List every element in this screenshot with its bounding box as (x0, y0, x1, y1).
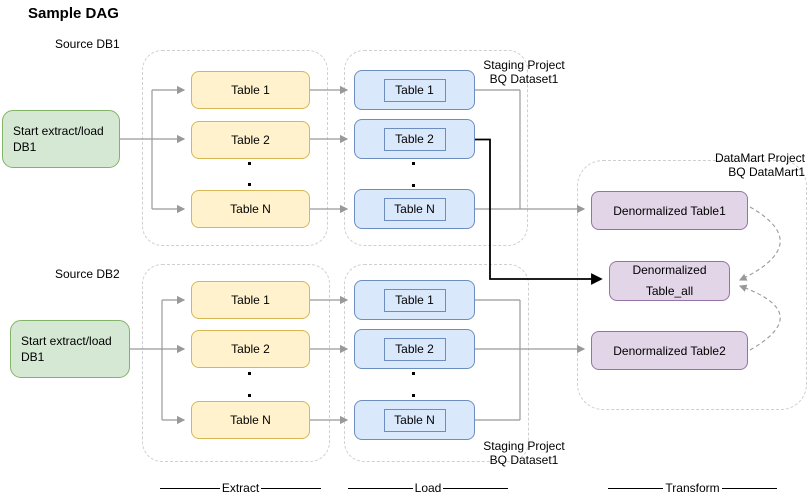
load-group-db2 (344, 264, 529, 462)
ellipsis-dot (412, 162, 415, 165)
load-table-1-db2: Table 1 (354, 280, 475, 320)
load-table-inner-box: Table 1 (383, 78, 446, 102)
stage-divider-load: Load (348, 480, 509, 497)
denormalized-table1-node: Denormalized Table1 (591, 191, 748, 230)
load-table-2-db2: Table 2 (354, 329, 475, 369)
ellipsis-dot (412, 394, 415, 397)
start-node-db2: Start extract/load DB1 (10, 320, 130, 378)
extract-table-1-db1: Table 1 (191, 71, 310, 109)
divider-line (160, 488, 220, 489)
table-all-text-line1: Denormalized (632, 263, 707, 277)
source-db1-label: Source DB1 (55, 37, 120, 51)
stage-label-load: Load (414, 481, 442, 495)
divider-line (261, 488, 321, 489)
start-node-text-line1: Start extract/load (21, 334, 112, 348)
load-table-n-db1: Table N (354, 189, 475, 229)
datamart-label-line2: BQ DataMart1 (728, 165, 805, 179)
stage-label-transform: Transform (665, 481, 720, 495)
extract-table-2-db1: Table 2 (191, 121, 310, 159)
stage-label-extract: Extract (221, 481, 260, 495)
ellipsis-dot (248, 162, 251, 165)
staging-label-line2: BQ Dataset1 (489, 72, 559, 86)
load-table-inner-box: Table N (383, 408, 446, 432)
load-group-db1 (344, 50, 528, 246)
divider-line (721, 488, 778, 489)
diagram-title: Sample DAG (28, 5, 119, 22)
stage-divider-extract: Extract (160, 480, 321, 497)
source-db2-label: Source DB2 (55, 267, 120, 281)
extract-group-db1 (142, 50, 328, 246)
ellipsis-dot (248, 372, 251, 375)
ellipsis-dot (412, 372, 415, 375)
staging-label-line1: Staging Project (483, 58, 565, 72)
staging-label-line1: Staging Project (483, 439, 565, 453)
start-node-text-line2: DB1 (13, 140, 37, 154)
divider-line (608, 488, 664, 489)
staging-project-label-db2: Staging Project BQ Dataset1 (454, 439, 594, 467)
ellipsis-dot (248, 394, 251, 397)
datamart-group (577, 160, 807, 410)
extract-group-db2 (142, 264, 330, 462)
load-table-inner-box: Table 2 (383, 337, 446, 361)
datamart-label-line1: DataMart Project (714, 151, 805, 165)
extract-table-n-db1: Table N (191, 190, 310, 228)
staging-project-label-db1: Staging Project BQ Dataset1 (454, 58, 594, 86)
staging-label-line2: BQ Dataset1 (489, 453, 559, 467)
extract-table-2-db2: Table 2 (191, 330, 310, 368)
start-node-text-line2: DB1 (21, 350, 45, 364)
start-node-text-line1: Start extract/load (13, 124, 104, 138)
ellipsis-dot (412, 184, 415, 187)
load-table-n-db2: Table N (354, 400, 475, 440)
stage-divider-transform: Transform (608, 480, 778, 497)
load-table-inner-box: Table 2 (383, 127, 446, 151)
extract-table-n-db2: Table N (191, 401, 310, 439)
load-table-inner-box: Table 1 (383, 288, 446, 312)
extract-table-1-db2: Table 1 (191, 281, 310, 319)
load-table-2-db1: Table 2 (354, 119, 475, 159)
ellipsis-dot (248, 183, 251, 186)
table-all-text-line2: Table_all (645, 284, 694, 298)
load-table-inner-box: Table N (383, 197, 446, 221)
datamart-project-label: DataMart Project BQ DataMart1 (663, 151, 805, 179)
denormalized-table2-node: Denormalized Table2 (591, 331, 748, 370)
load-table-1-db1: Table 1 (354, 70, 475, 110)
divider-line (443, 488, 509, 489)
divider-line (348, 488, 413, 489)
start-node-db1: Start extract/load DB1 (2, 110, 120, 168)
denormalized-table-all-node: Denormalized Table_all (609, 261, 730, 301)
